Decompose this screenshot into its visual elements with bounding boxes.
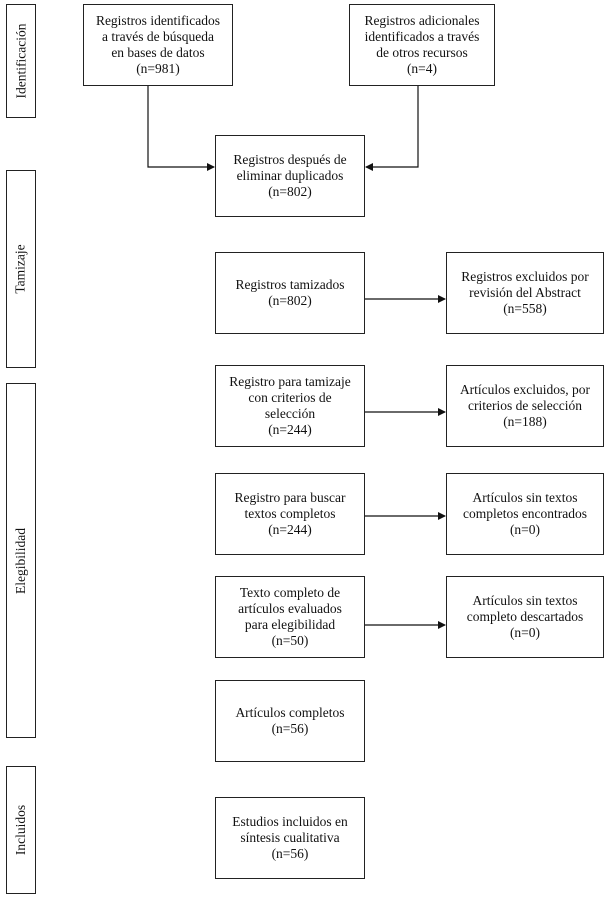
- box-screened-count: (n=802): [268, 293, 312, 308]
- box-excluded-criteria-line1: Artículos excluidos, por: [459, 382, 591, 397]
- box-deduplicated-count: (n=802): [268, 184, 312, 199]
- box-database-records-line3: en bases de datos: [111, 45, 205, 60]
- box-included-studies-line1: Estudios incluidos en: [232, 814, 348, 829]
- box-criteria-screen-line2: con criterios de: [248, 390, 332, 405]
- box-complete-articles: Artículos completos (n=56): [215, 680, 365, 762]
- box-no-fulltext-found-line1: Artículos sin textos: [472, 490, 578, 505]
- box-fulltext-assessed-line2: artículos evaluados: [238, 601, 342, 616]
- box-no-fulltext-found-line2: completos encontrados: [462, 506, 588, 521]
- box-fulltext-assessed: Texto completo de artículos evaluados pa…: [215, 576, 365, 658]
- box-excluded-criteria-count: (n=188): [503, 414, 547, 429]
- box-criteria-screen-line1: Registro para tamizaje: [229, 374, 351, 389]
- box-excluded-criteria-line2: criterios de selección: [468, 398, 582, 413]
- box-excluded-abstract-line1: Registros excluidos por: [461, 269, 589, 284]
- box-fulltext-assessed-line3: para elegibilidad: [244, 617, 336, 632]
- box-other-records-line2: identificados a través: [364, 29, 480, 44]
- box-included-studies: Estudios incluidos en síntesis cualitati…: [215, 797, 365, 879]
- box-excluded-abstract: Registros excluidos por revisión del Abs…: [446, 252, 604, 334]
- box-other-records: Registros adicionales identificados a tr…: [349, 4, 495, 86]
- box-fulltext-assessed-line1: Texto completo de: [239, 585, 341, 600]
- box-fulltext-search-line1: Registro para buscar: [234, 490, 346, 505]
- box-deduplicated-line2: eliminar duplicados: [236, 168, 344, 183]
- box-deduplicated: Registros después de eliminar duplicados…: [215, 135, 365, 217]
- box-criteria-screen: Registro para tamizaje con criterios de …: [215, 365, 365, 447]
- box-criteria-screen-count: (n=244): [268, 422, 312, 437]
- box-excluded-abstract-line2: revisión del Abstract: [469, 285, 581, 300]
- box-database-records: Registros identificados a través de búsq…: [83, 4, 233, 86]
- box-fulltext-search-line2: textos completos: [244, 506, 336, 521]
- arrow-other-to-deduplicated: [365, 86, 419, 171]
- box-other-records-line3: de otros recursos: [376, 45, 468, 60]
- box-no-fulltext-found-count: (n=0): [509, 522, 541, 537]
- box-excluded-abstract-count: (n=558): [503, 301, 547, 316]
- stage-screening: Tamizaje: [6, 170, 36, 368]
- box-database-records-count: (n=981): [136, 61, 180, 76]
- box-excluded-criteria: Artículos excluidos, por criterios de se…: [446, 365, 604, 447]
- box-included-studies-line2: síntesis cualitativa: [240, 830, 340, 845]
- box-no-fulltext-discarded-line1: Artículos sin textos: [472, 593, 578, 608]
- box-deduplicated-line1: Registros después de: [233, 152, 347, 167]
- box-database-records-line2: a través de búsqueda: [101, 29, 215, 44]
- box-other-records-count: (n=4): [406, 61, 438, 76]
- box-criteria-screen-line3: selección: [264, 406, 316, 421]
- box-complete-articles-line1: Artículos completos: [235, 705, 345, 720]
- box-database-records-line1: Registros identificados: [95, 13, 221, 28]
- box-complete-articles-count: (n=56): [271, 721, 309, 736]
- box-no-fulltext-discarded-count: (n=0): [509, 625, 541, 640]
- box-no-fulltext-discarded-line2: completo descartados: [466, 609, 584, 624]
- box-screened-line1: Registros tamizados: [235, 277, 345, 292]
- box-fulltext-search-count: (n=244): [268, 522, 312, 537]
- stage-identification: Identificación: [6, 4, 36, 118]
- box-fulltext-assessed-count: (n=50): [271, 633, 309, 648]
- stage-eligibility: Elegibilidad: [6, 383, 36, 738]
- box-fulltext-search: Registro para buscar textos completos (n…: [215, 473, 365, 555]
- box-other-records-line1: Registros adicionales: [364, 13, 480, 28]
- stage-included: Incluidos: [6, 766, 36, 894]
- box-no-fulltext-discarded: Artículos sin textos completo descartado…: [446, 576, 604, 658]
- arrow-database-to-deduplicated: [147, 86, 215, 171]
- box-no-fulltext-found: Artículos sin textos completos encontrad…: [446, 473, 604, 555]
- box-screened: Registros tamizados (n=802): [215, 252, 365, 334]
- box-included-studies-count: (n=56): [271, 846, 309, 861]
